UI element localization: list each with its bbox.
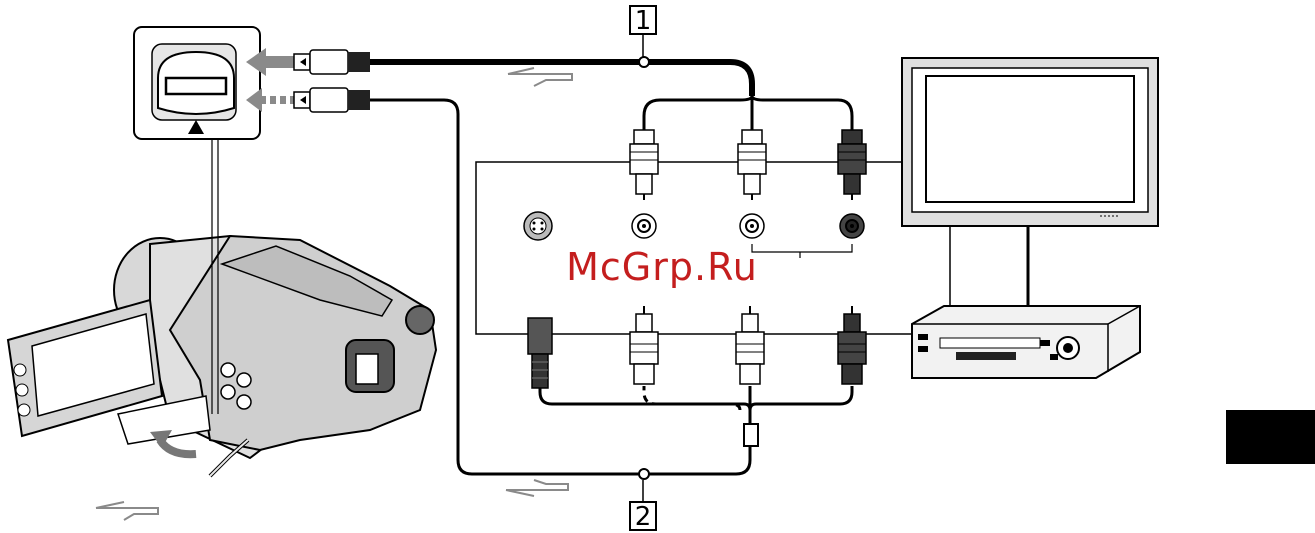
watermark: McGrp.Ru — [566, 245, 758, 289]
connector-callout — [134, 27, 260, 139]
cable-1 — [370, 57, 852, 130]
rca-plug-black-top — [838, 130, 866, 200]
cable-1-label: 1 — [630, 6, 656, 57]
rca-jack — [632, 214, 656, 238]
usb-mini-plug-icon — [294, 88, 370, 112]
rca-plug-white-top — [738, 130, 766, 200]
rca-plug-white-bottom — [630, 306, 658, 384]
rca-jack — [740, 214, 764, 238]
cable-2 — [370, 100, 852, 479]
usb-mini-plug-icon — [294, 50, 370, 74]
rca-plug-white-bottom — [736, 306, 764, 384]
signal-direction-arrow — [506, 480, 568, 496]
s-video-jack — [524, 212, 552, 240]
rca-jack-black — [840, 214, 864, 238]
signal-direction-arrow — [96, 502, 158, 520]
camcorder-icon — [8, 236, 436, 476]
cable-2-label: 2 — [630, 480, 656, 532]
rca-plug-black-bottom — [838, 306, 866, 384]
s-video-plug — [528, 318, 552, 388]
cable-1-number: 1 — [635, 6, 652, 36]
vcr-icon — [912, 306, 1140, 378]
audio-bracket — [752, 244, 852, 258]
rca-plug-white-top — [630, 130, 658, 200]
section-tab — [1226, 410, 1315, 464]
cable-2-number: 2 — [635, 502, 652, 532]
signal-direction-arrow — [508, 68, 572, 86]
tv-icon — [902, 58, 1158, 308]
cable-2-junction — [744, 424, 758, 446]
